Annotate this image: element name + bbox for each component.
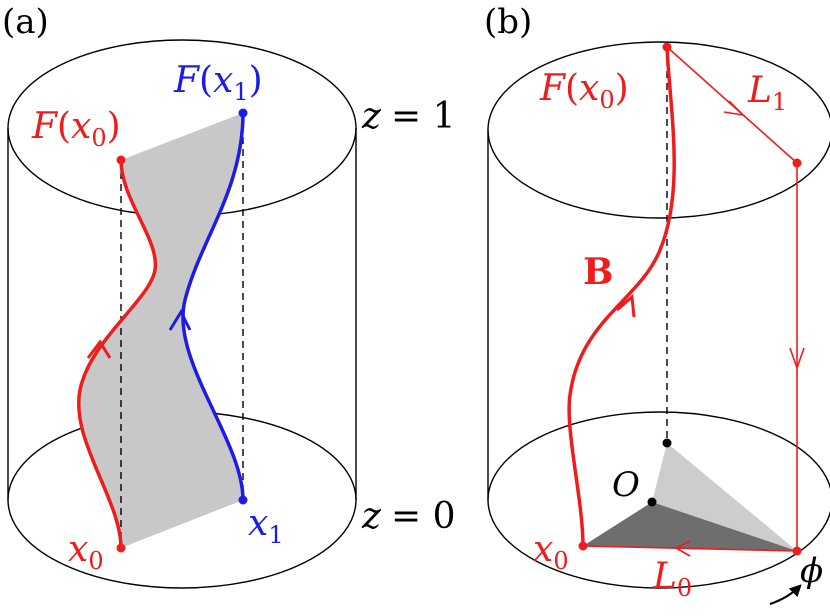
gray-surface: [78, 113, 243, 548]
label-origin: O: [612, 465, 640, 505]
label-f-x1: F(x1): [173, 60, 263, 106]
vertical-arrowhead-icon: [789, 347, 805, 371]
blue-field-line: [181, 112, 245, 501]
label-x0: x0: [68, 529, 104, 575]
panel-a-label: (a): [2, 2, 49, 42]
point-f-x0-b: [662, 42, 672, 52]
point-x0-b: [578, 541, 588, 551]
point-origin: [647, 497, 657, 507]
red-field-line: [77, 159, 158, 549]
point-f-x1: [238, 108, 248, 118]
label-x1: x1: [248, 503, 284, 549]
label-x0-b: x0: [533, 529, 569, 575]
light-triangle: [652, 443, 797, 551]
panel-a: (a) F(x0) F(x1) x0 x1: [2, 2, 357, 589]
l1-arrowhead-icon: [723, 100, 746, 117]
label-l0: L0: [652, 556, 692, 602]
panel-b: (b) F(x0) B L1: [484, 2, 830, 605]
label-phi: ϕ: [800, 551, 823, 591]
label-z-top: z= 1: [361, 96, 455, 137]
b-arrowhead-icon: [616, 293, 636, 318]
path-l0: [582, 545, 798, 552]
point-l0-start: [792, 546, 802, 556]
point-x1: [238, 495, 248, 505]
label-f-x0: F(x0): [31, 106, 121, 152]
dark-triangle: [583, 502, 797, 551]
label-b: B: [583, 251, 613, 293]
point-l1-end: [792, 158, 802, 168]
point-x0: [116, 543, 126, 553]
panel-b-label: (b): [484, 2, 532, 42]
field-line-b: [567, 46, 676, 547]
point-axis-bottom: [662, 438, 672, 448]
blue-arrowhead-icon: [168, 308, 192, 331]
label-f-x0-b: F(x0): [539, 68, 629, 114]
label-l1: L1: [747, 70, 787, 116]
label-z-bottom: z= 0: [361, 496, 455, 537]
red-arrowhead-icon: [86, 339, 112, 359]
phi-rotation-arrow-icon: [769, 584, 802, 605]
point-f-x0: [116, 155, 126, 165]
l0-arrowhead-icon: [674, 540, 691, 557]
